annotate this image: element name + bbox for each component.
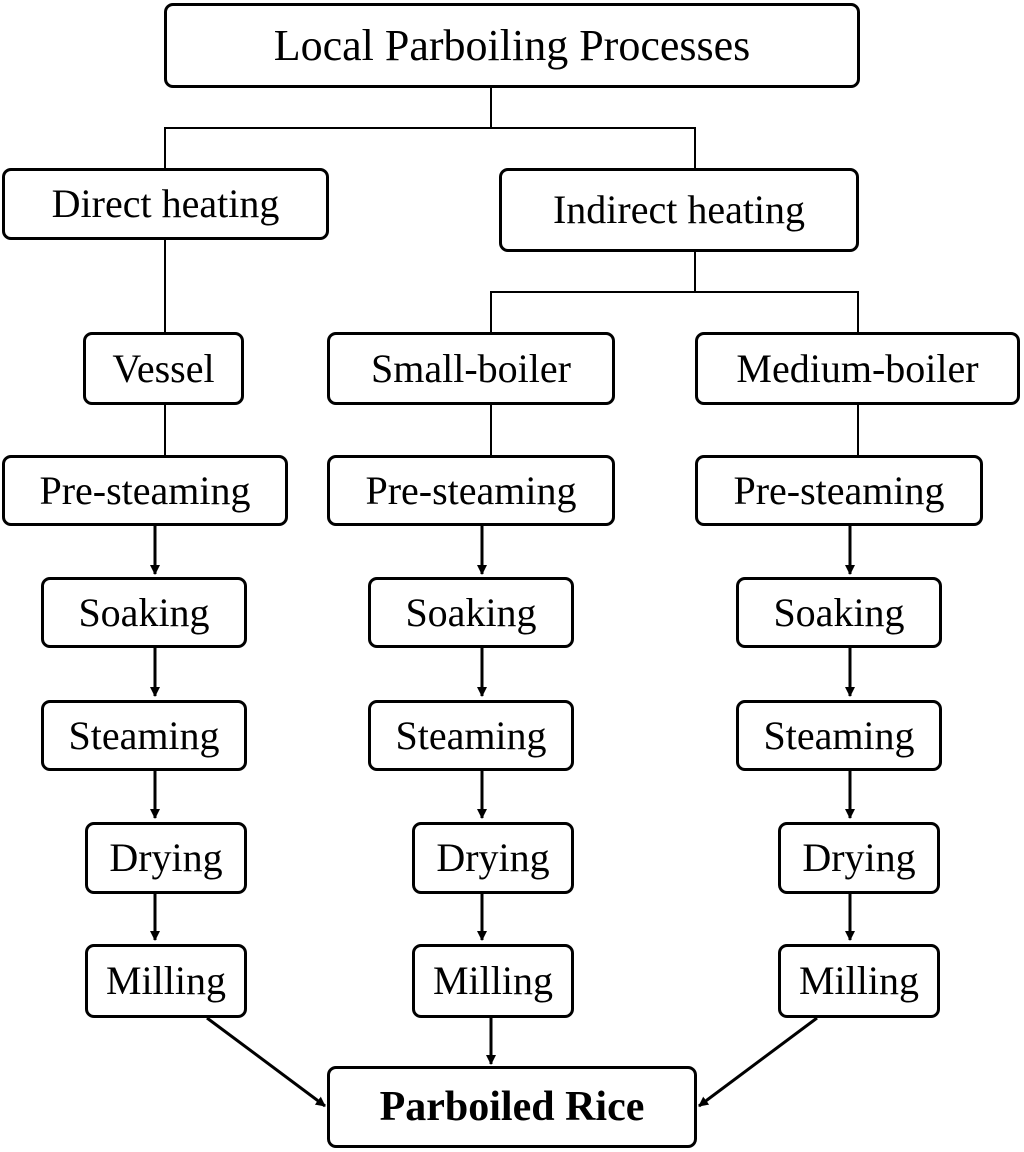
- col2-soaking-box: Soaking: [368, 577, 574, 648]
- step-label: Steaming: [763, 712, 915, 758]
- col2-pre-steaming-box: Pre-steaming: [327, 455, 615, 526]
- step-label: Drying: [802, 835, 916, 880]
- indirect-heating-label: Indirect heating: [552, 187, 806, 232]
- direct-heating-label: Direct heating: [51, 181, 280, 226]
- step-label: Milling: [798, 958, 920, 1003]
- step-label: Pre-steaming: [365, 467, 577, 513]
- title-box: Local Parboiling Processes: [164, 3, 860, 88]
- step-label: Soaking: [405, 589, 537, 635]
- indirect-heating-box: Indirect heating: [499, 168, 859, 252]
- step-label: Drying: [109, 835, 223, 880]
- parboiled-rice-box: Parboiled Rice: [327, 1066, 697, 1148]
- vessel-box: Vessel: [83, 332, 244, 405]
- step-label: Milling: [105, 958, 227, 1003]
- col1-milling-box: Milling: [85, 944, 247, 1018]
- col2-milling-box: Milling: [412, 944, 574, 1018]
- vessel-label: Vessel: [112, 345, 215, 391]
- step-label: Pre-steaming: [733, 467, 945, 513]
- title-text: Local Parboiling Processes: [273, 20, 751, 70]
- step-label: Soaking: [78, 589, 210, 635]
- step-label: Steaming: [68, 712, 220, 758]
- direct-heating-box: Direct heating: [2, 168, 329, 240]
- step-label: Steaming: [395, 712, 547, 758]
- step-label: Pre-steaming: [39, 467, 251, 513]
- step-label: Drying: [436, 835, 550, 880]
- col1-steaming-box: Steaming: [41, 700, 247, 771]
- col3-soaking-box: Soaking: [736, 577, 942, 648]
- col1-drying-box: Drying: [85, 822, 247, 894]
- col3-steaming-box: Steaming: [736, 700, 942, 771]
- medium-boiler-label: Medium-boiler: [736, 345, 979, 391]
- col3-milling-box: Milling: [778, 944, 940, 1018]
- medium-boiler-box: Medium-boiler: [695, 332, 1020, 405]
- small-boiler-box: Small-boiler: [327, 332, 615, 405]
- small-boiler-label: Small-boiler: [371, 345, 571, 391]
- col1-soaking-box: Soaking: [41, 577, 247, 648]
- output-arrow-left: [206, 1016, 326, 1108]
- step-label: Soaking: [773, 589, 905, 635]
- col3-pre-steaming-box: Pre-steaming: [695, 455, 983, 526]
- col3-drying-box: Drying: [778, 822, 940, 894]
- indirect-boilers-connector: [490, 291, 859, 332]
- col1-pre-steaming-box: Pre-steaming: [2, 455, 288, 526]
- col2-drying-box: Drying: [412, 822, 574, 894]
- parboiled-rice-label: Parboiled Rice: [379, 1084, 645, 1130]
- col2-steaming-box: Steaming: [368, 700, 574, 771]
- output-arrow-right: [698, 1016, 818, 1108]
- branch-split-connector: [164, 127, 696, 168]
- step-label: Milling: [432, 958, 554, 1003]
